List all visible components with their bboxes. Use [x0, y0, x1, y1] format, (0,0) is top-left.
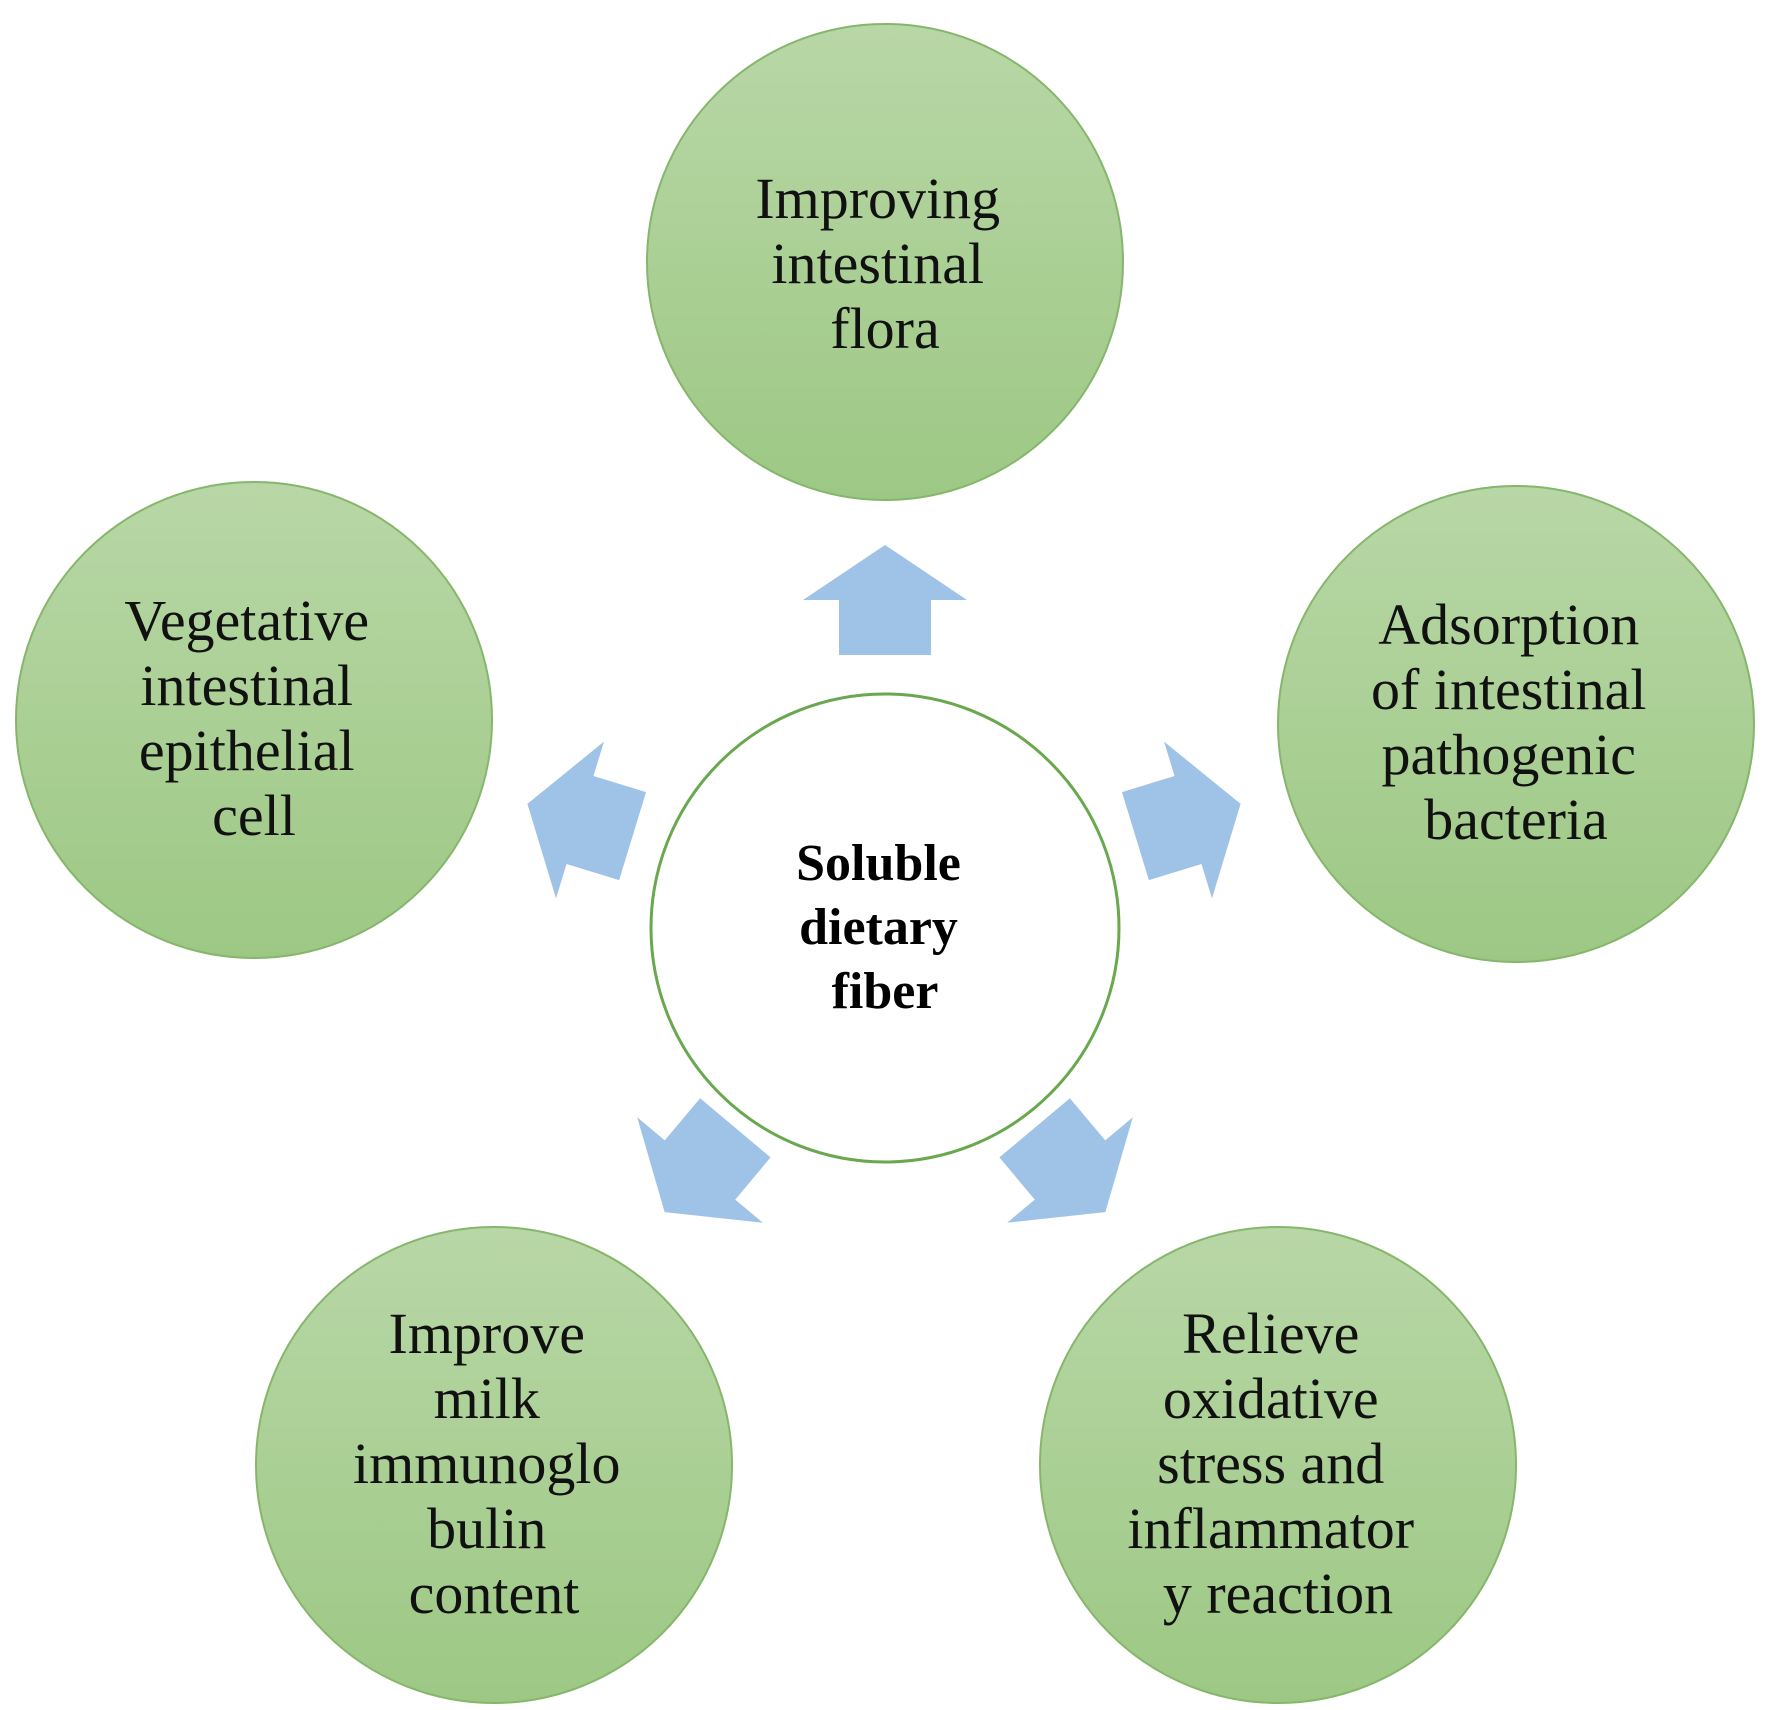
node-left-label: Vegetative intestinal epithelial cell — [124, 588, 383, 848]
arrow-to-top — [803, 545, 967, 655]
node-top: Improving intestinal flora — [646, 23, 1124, 501]
arrow-to-right — [1121, 741, 1241, 899]
node-bottom-right-circle — [1039, 1226, 1517, 1704]
arrows-group — [527, 545, 1241, 1223]
arrow-to-bottom-right — [999, 1098, 1133, 1223]
node-bottom-left-circle — [255, 1226, 733, 1704]
node-right: Adsorption of intestinal pathogenic bact… — [1277, 485, 1755, 963]
center-node: Soluble dietary fiber — [649, 692, 1121, 1164]
node-left: Vegetative intestinal epithelial cell — [15, 481, 493, 959]
arrow-to-left — [527, 741, 647, 899]
center-label: Soluble dietary fiber — [796, 835, 974, 1020]
node-bottom-right-label: Relieve oxidative stress and inflammator… — [1127, 1301, 1428, 1626]
node-bottom-left-label: Improve milk immunoglo bulin content — [353, 1301, 635, 1626]
node-right-label: Adsorption of intestinal pathogenic bact… — [1371, 592, 1661, 852]
arrow-to-bottom-left — [637, 1098, 771, 1223]
center-circle — [649, 692, 1121, 1164]
node-left-circle — [15, 481, 493, 959]
node-bottom-left: Improve milk immunoglo bulin content — [255, 1226, 733, 1704]
node-top-circle — [646, 23, 1124, 501]
node-top-label: Improving intestinal flora — [755, 166, 1014, 361]
node-bottom-right: Relieve oxidative stress and inflammator… — [1039, 1226, 1517, 1704]
node-right-circle — [1277, 485, 1755, 963]
